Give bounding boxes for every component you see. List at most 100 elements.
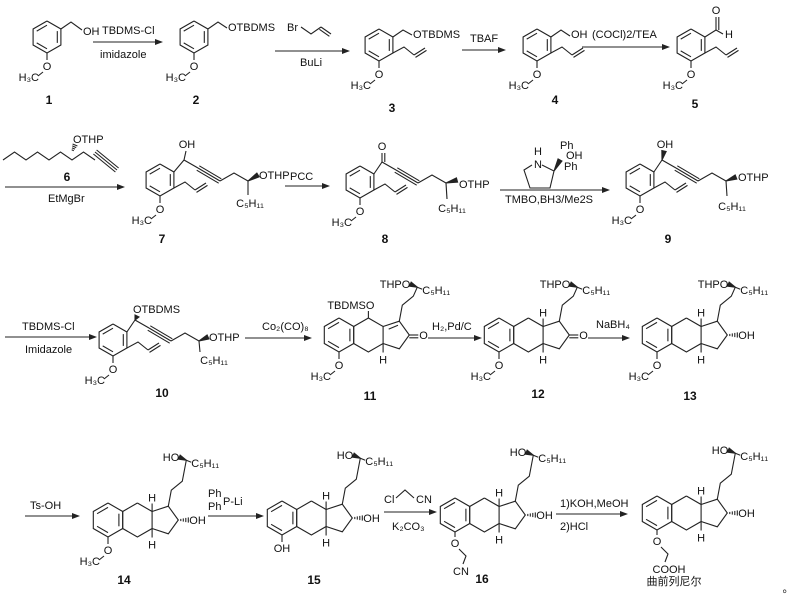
methylene-chain (458, 548, 467, 565)
methyl-group: H₃C (629, 371, 649, 383)
bond (173, 159, 185, 173)
ring-fusion-h: H (148, 540, 156, 552)
aromatic-bond (149, 185, 161, 193)
silyl-chain (207, 21, 228, 30)
pentyl-bond (577, 286, 583, 290)
methyl-group: H₃C (471, 371, 491, 383)
methyl-group: H₃C (132, 215, 152, 227)
reaction-arrow-head (474, 335, 482, 341)
triple-bond (197, 167, 221, 182)
hydroxyl-group: OH (363, 513, 380, 525)
triple-bond (397, 167, 420, 182)
triple-bond (93, 153, 116, 173)
nitrile-label: CN (416, 494, 432, 506)
benzene-ring (266, 500, 298, 536)
triple-bond (199, 165, 222, 180)
phenyl-label: Ph (208, 488, 221, 500)
methoxy-oxygen: O (43, 61, 52, 73)
aromatic-bond (645, 518, 658, 527)
wedge-bond (661, 149, 667, 161)
side-chain (398, 286, 418, 322)
bromine-label: Br (287, 22, 298, 34)
compound-number: 16 (475, 572, 489, 586)
allyl-double-bond (413, 47, 426, 56)
ring-fusion-h: H (539, 308, 547, 320)
methoxy-oxygen: O (156, 204, 165, 216)
step-12: Ts-OH (25, 500, 80, 519)
ring-fusion-h: H (495, 488, 503, 500)
aromatic-bond (443, 520, 456, 529)
allyl-chain (653, 181, 676, 191)
cyclopentane-ring (498, 500, 526, 530)
reaction-arrow-head (662, 44, 670, 50)
reaction-arrow-head (602, 187, 610, 193)
methoxy-oxygen: O (104, 545, 113, 557)
chain (219, 172, 249, 182)
pentyl-group: C₅H₁₁ (740, 451, 768, 463)
reagent-below: BuLi (300, 57, 322, 69)
phenyl-label: Ph (208, 501, 221, 513)
benzene-ring (92, 502, 124, 538)
cyclopentane-ring (700, 498, 728, 528)
compound-number: 13 (683, 389, 697, 403)
triple-bond (147, 329, 170, 344)
reaction-arrow-head (429, 509, 437, 515)
reagent-above: TBAF (470, 33, 498, 45)
aromatic-bond (349, 187, 361, 195)
chloro-label: Cl (384, 494, 394, 506)
pentyl-bond (417, 286, 423, 290)
compound-number: 3 (389, 101, 396, 115)
aromatic-bond (645, 321, 658, 330)
reagent-above: TBDMS-Cl (102, 25, 155, 37)
methyl-group: H₃C (311, 371, 331, 383)
bond (373, 161, 383, 175)
otbdms-group: OTBDMS (228, 22, 275, 34)
methyl-bond (489, 370, 496, 376)
methoxy-oxygen: O (653, 360, 662, 372)
methyl-bond (681, 79, 688, 85)
othp-group: OTHP (209, 332, 240, 344)
wedge-bond (198, 334, 210, 342)
ring-fusion-h: H (539, 355, 547, 367)
othp-group: OTHP (73, 134, 104, 146)
ketone-oxygen: O (419, 330, 428, 342)
aromatic-bond (102, 327, 114, 335)
hydroxyl-group: OH (189, 515, 206, 527)
allyl-double-bond (320, 26, 332, 35)
pentyl-group: C₅H₁₁ (236, 198, 264, 210)
step-10: H₂,Pd/C (428, 321, 482, 341)
aromatic-bond (36, 24, 48, 32)
wedge-bond (568, 281, 580, 288)
reaction-arrow-head (155, 39, 163, 45)
compound-number: 10 (155, 386, 169, 400)
hydroxyl-group: OH (536, 510, 553, 522)
hydroxyl-group: OH (738, 508, 755, 520)
reaction-arrow-head (89, 334, 97, 340)
ho-group: HO (337, 450, 354, 462)
pentyl-group: C₅H₁₁ (718, 201, 746, 213)
compound-number: 9 (665, 232, 672, 246)
triple-bond (674, 169, 697, 184)
cyclohexane-ring (469, 497, 500, 533)
allyl-chain (704, 46, 727, 56)
compound-number: 11 (364, 389, 377, 403)
bond (183, 159, 199, 169)
nitrogen-label: N (534, 159, 542, 171)
methyl-bond (630, 214, 637, 220)
benzene-ring (641, 317, 673, 353)
side-chain (514, 455, 534, 502)
ketone-oxygen: O (579, 330, 588, 342)
compound-number: 1 (46, 93, 53, 107)
reagent-below: EtMgBr (48, 193, 85, 205)
hydroxyl-label: OH (566, 150, 583, 162)
wedge-bond (134, 314, 141, 322)
methyl-bond (527, 79, 534, 85)
chain (170, 332, 200, 342)
phenyl-label: Ph (560, 140, 573, 152)
phenyl-label: Ph (564, 161, 577, 173)
allyl-double-bond (196, 184, 208, 193)
